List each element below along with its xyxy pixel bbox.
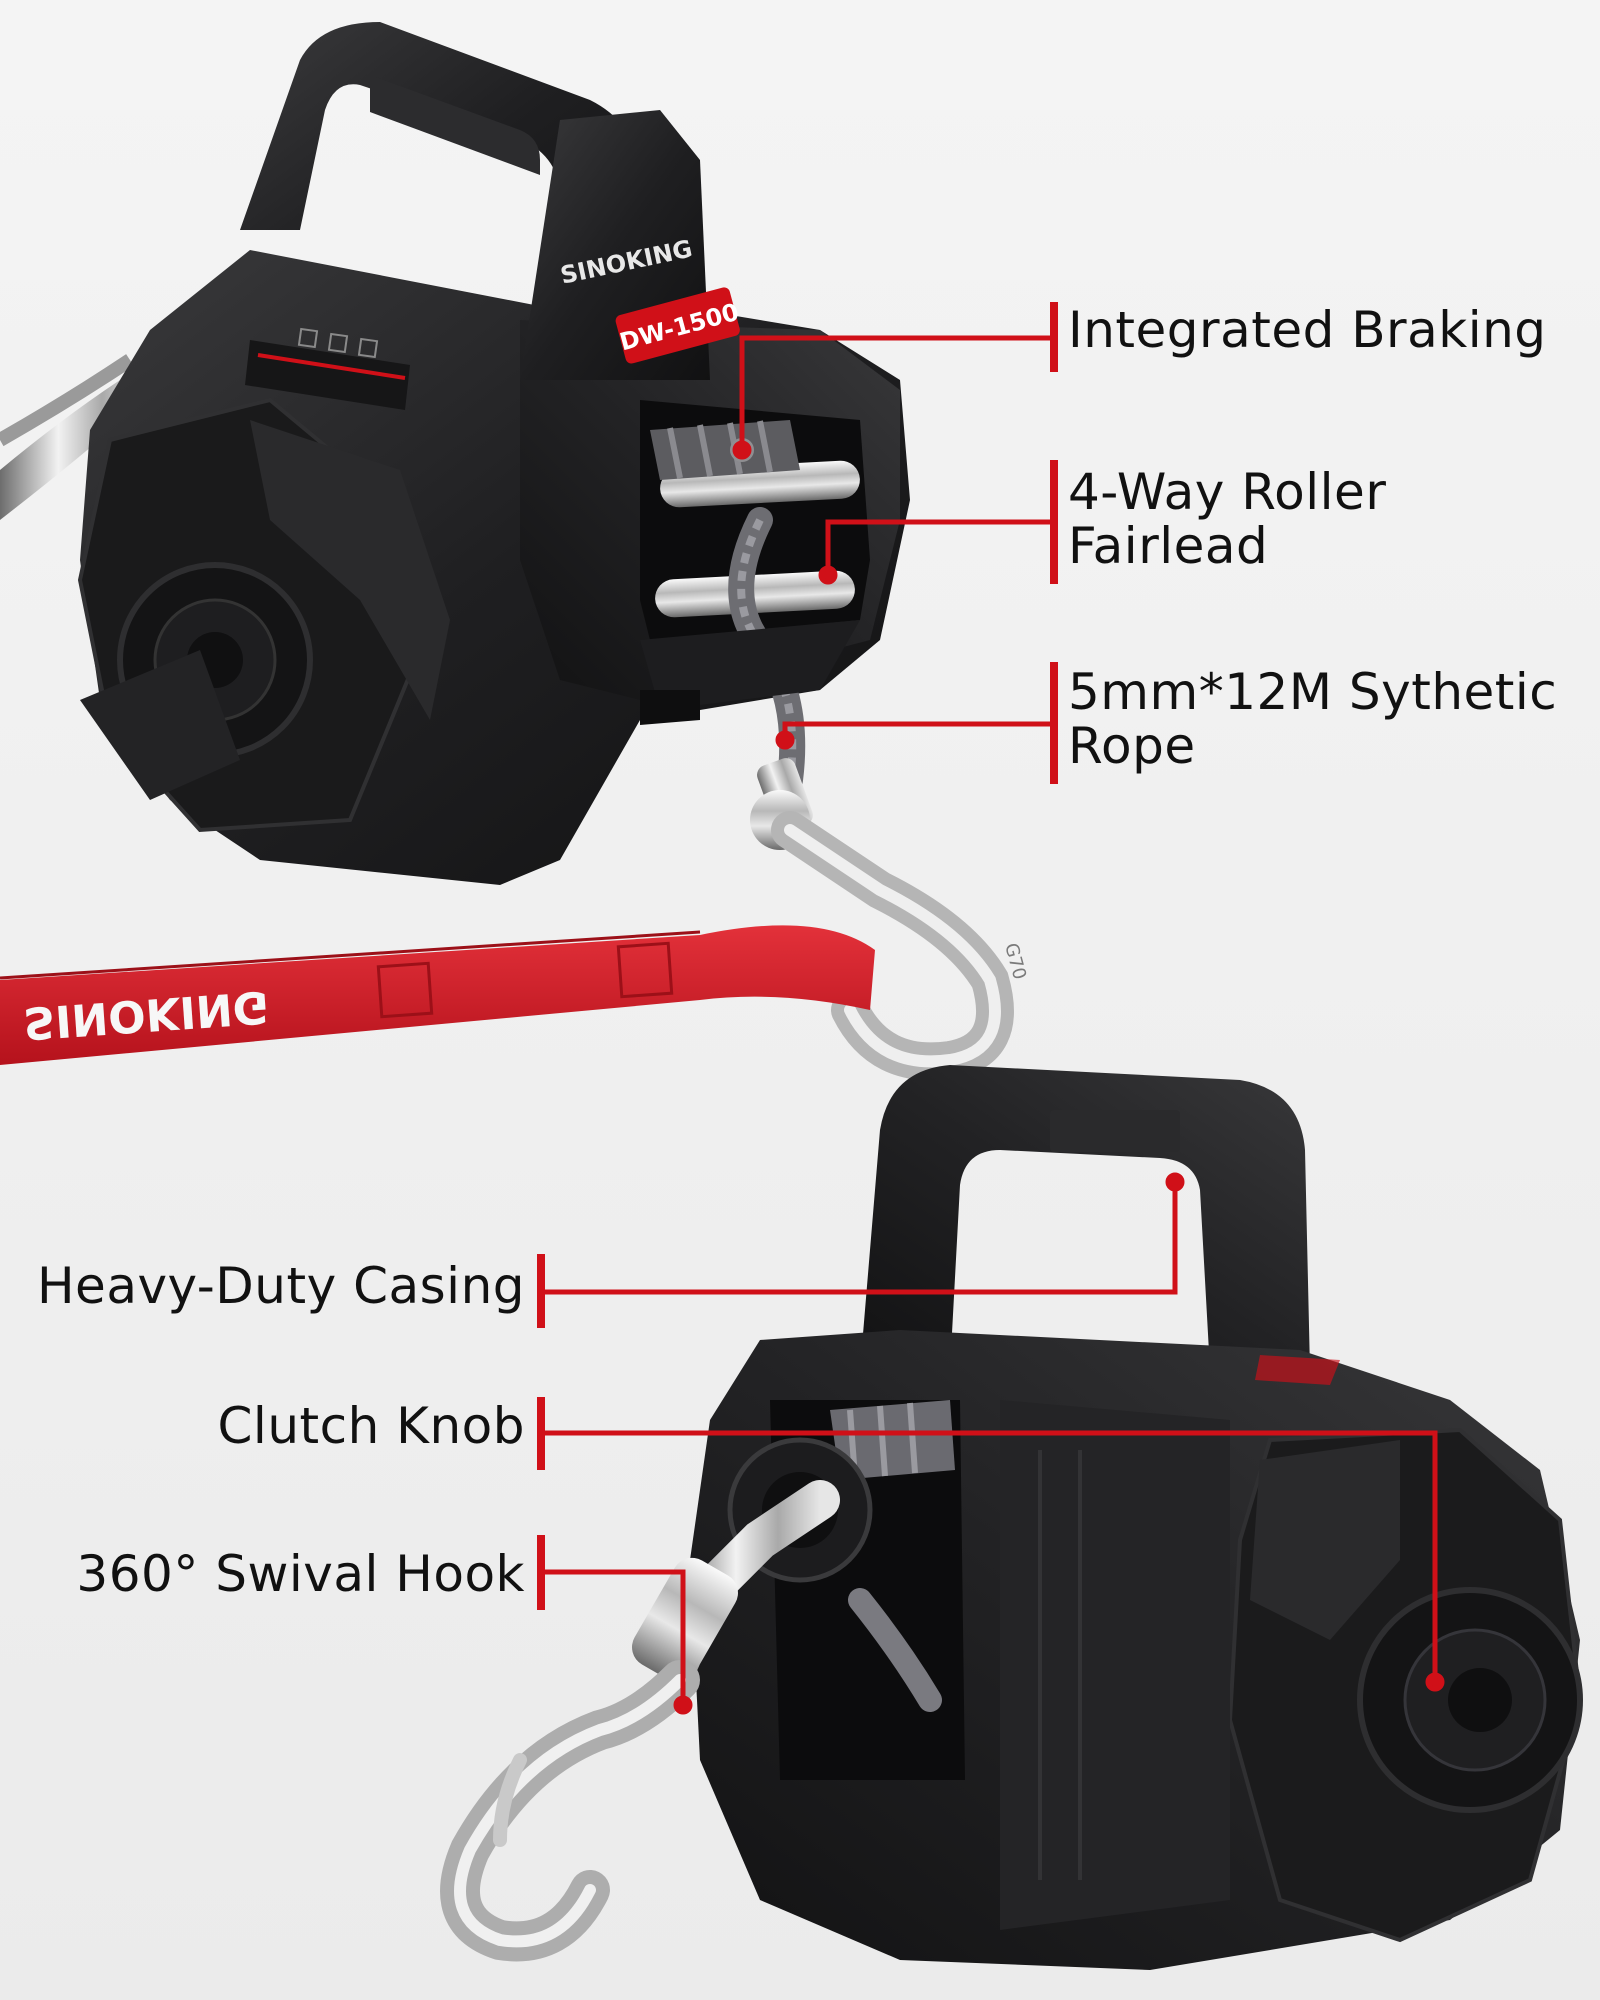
- red-strap: [0, 925, 875, 1065]
- label-rope-line2: Rope: [1068, 717, 1196, 775]
- label-rope-line1: 5mm*12M Sythetic: [1068, 663, 1558, 721]
- callout-line-fairlead: [825, 519, 1050, 575]
- callout-line-braking: [739, 335, 1050, 450]
- label-swivel-hook: 360° Swival Hook: [76, 1545, 525, 1603]
- callout-line-hook: [544, 1569, 686, 1705]
- label-clutch-knob: Clutch Knob: [217, 1397, 525, 1455]
- bottom-winch: [440, 1065, 1583, 1970]
- label-roller-fairlead-line2: Fairlead: [1068, 517, 1269, 575]
- top-hook-icon: G70: [750, 758, 1030, 1081]
- top-winch: SINOKING DW-1500 G70 SINOKING: [0, 22, 1030, 1081]
- fairlead-roller-bottom: [655, 570, 855, 618]
- bottom-carry-handle: [860, 1065, 1310, 1370]
- label-integrated-braking: Integrated Braking: [1068, 301, 1547, 359]
- control-panel-stripe: [257, 353, 406, 380]
- carry-handle: [240, 22, 640, 320]
- label-heavy-duty-casing: Heavy-Duty Casing: [36, 1257, 525, 1315]
- callout-line-casing: [544, 1182, 1178, 1295]
- callout-line-clutch: [544, 1430, 1438, 1682]
- label-roller-fairlead-line1: 4-Way Roller: [1068, 463, 1387, 521]
- callout-lines: [537, 302, 1445, 1715]
